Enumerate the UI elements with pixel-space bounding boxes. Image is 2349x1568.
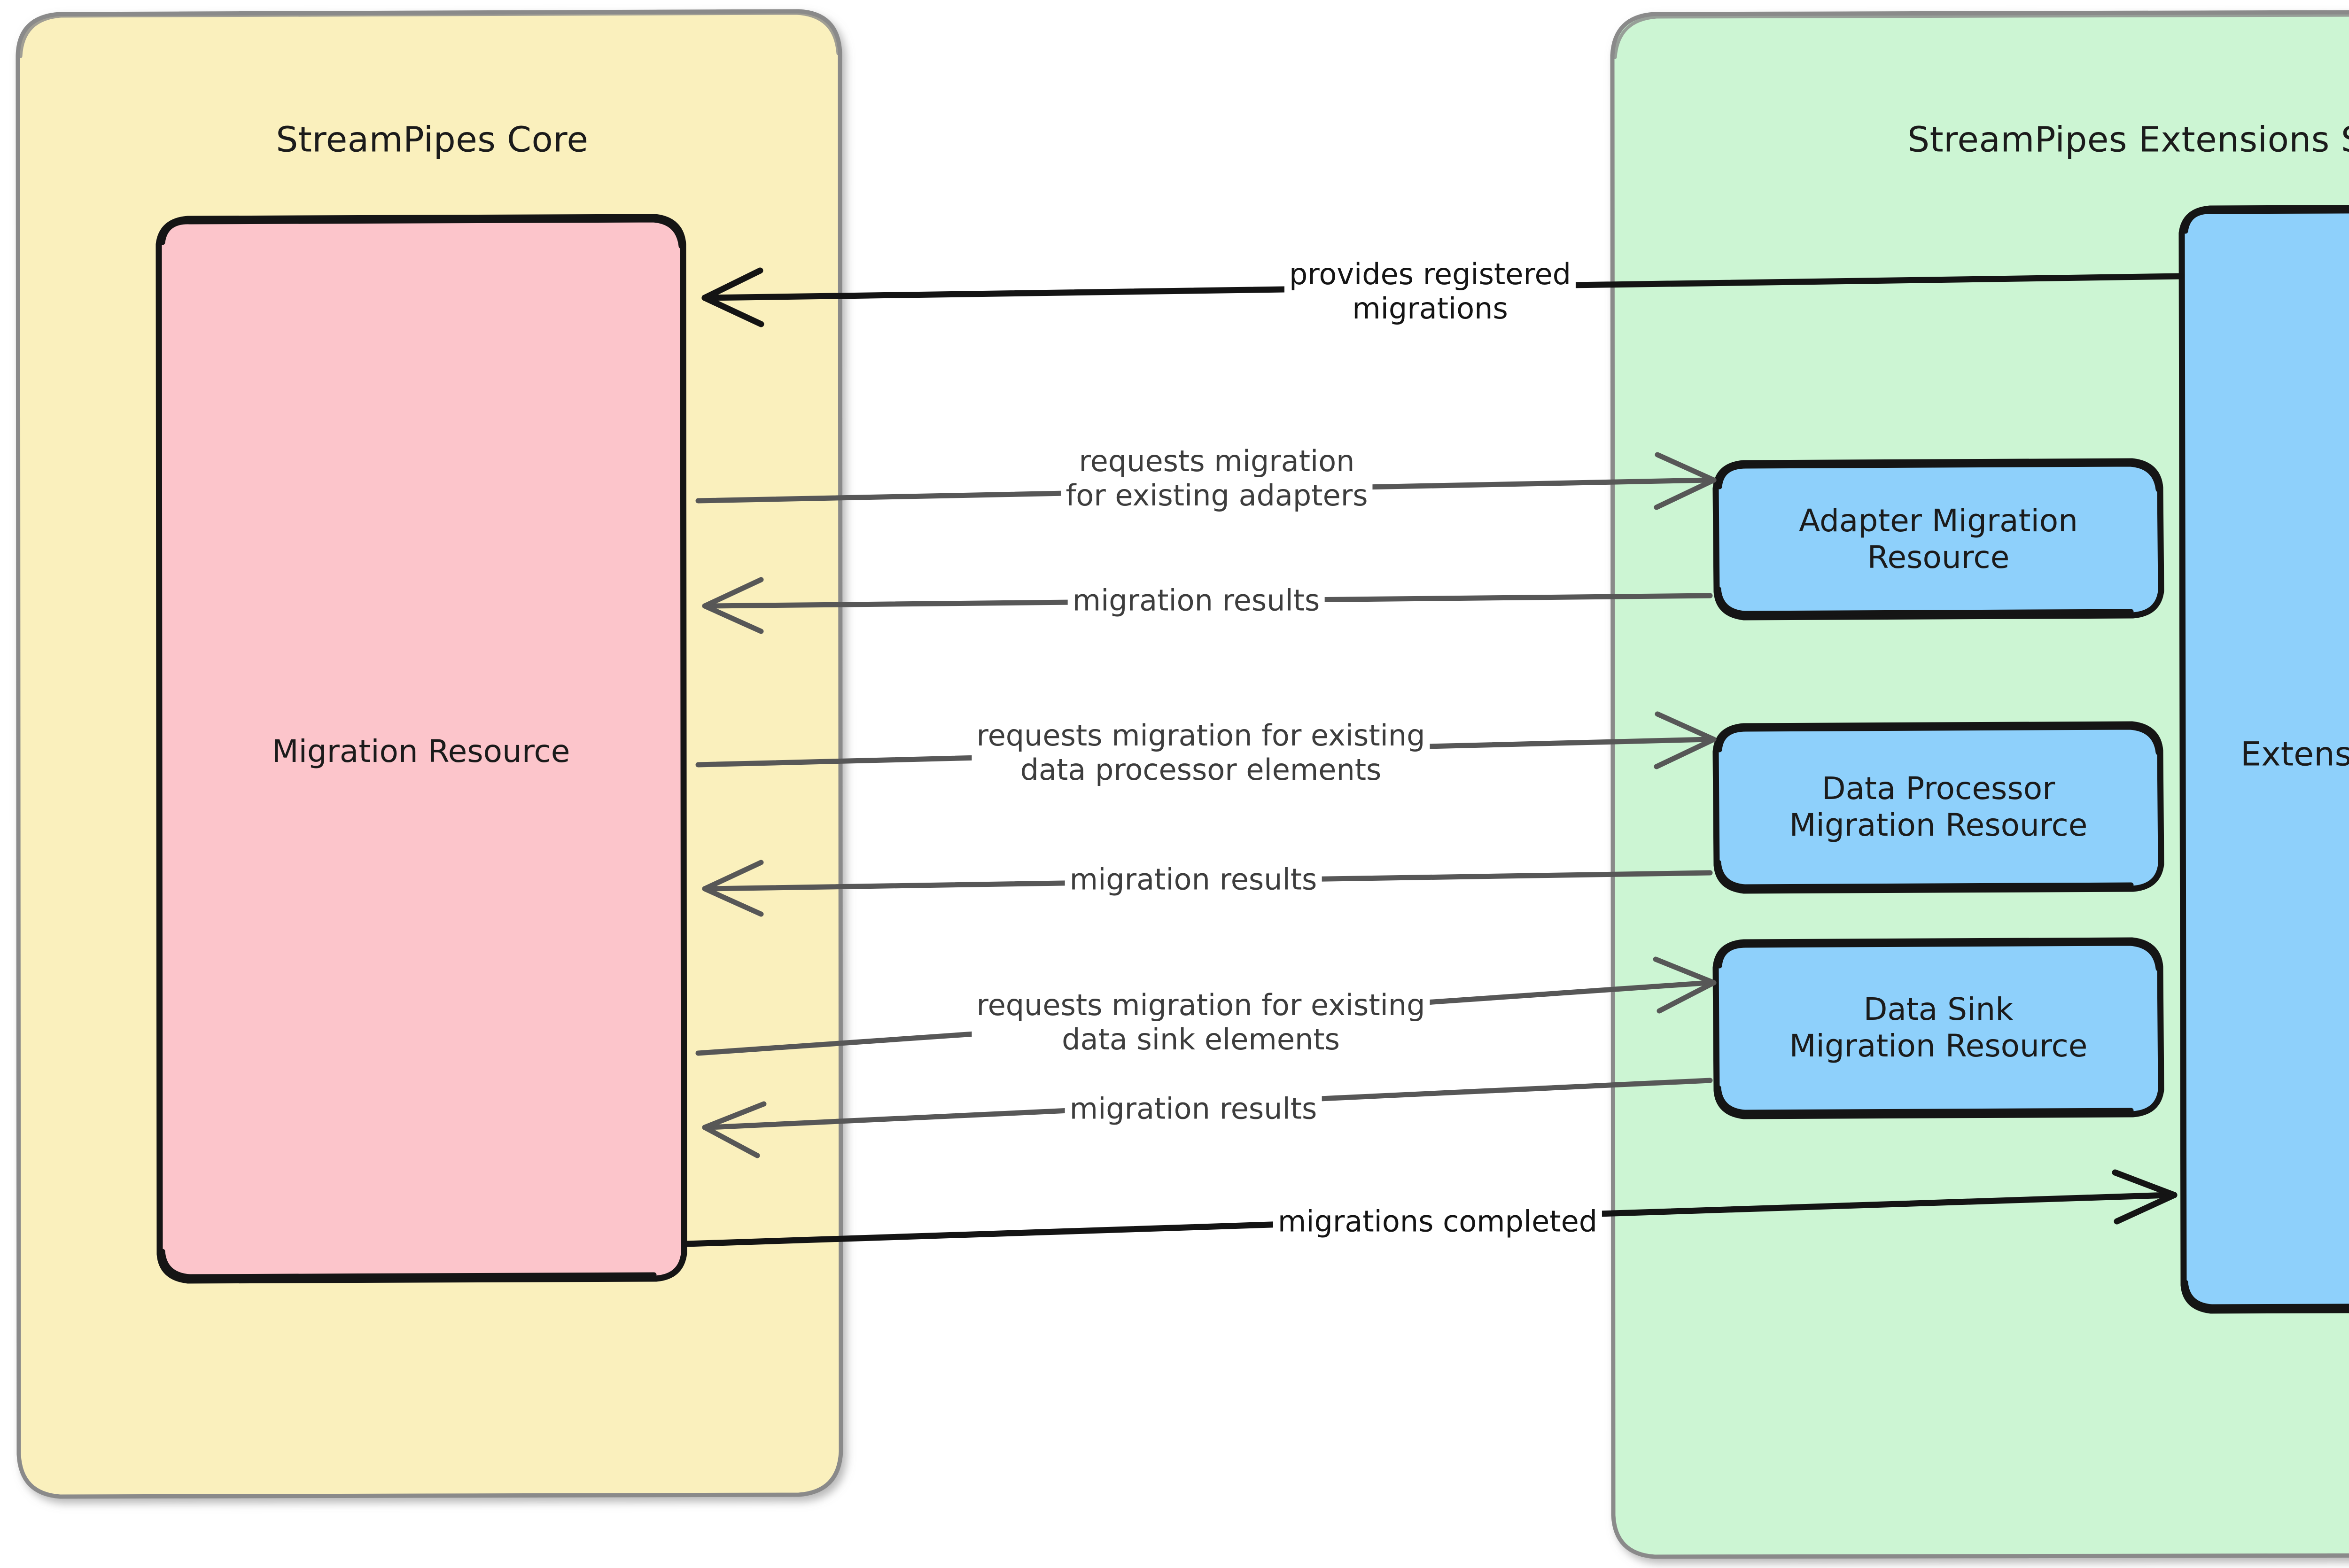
edge-requests-migration-sinks[interactable] <box>695 956 1717 1056</box>
node-adapter-migration-resource[interactable] <box>1712 458 2164 621</box>
edge-migration-results-processor[interactable] <box>702 860 1713 917</box>
node-data-sink-migration-resource[interactable] <box>1712 937 2164 1119</box>
edge-migration-results-sink[interactable] <box>702 1078 1713 1158</box>
node-migration-resource[interactable] <box>156 214 687 1284</box>
node-extensions-model-submitter[interactable] <box>2178 205 2349 1314</box>
edge-requests-migration-adapters[interactable] <box>695 452 1717 510</box>
edge-requests-migration-processors[interactable] <box>695 711 1717 769</box>
edge-migration-results-adapter[interactable] <box>702 577 1713 634</box>
node-data-processor-migration-resource[interactable] <box>1712 721 2164 894</box>
